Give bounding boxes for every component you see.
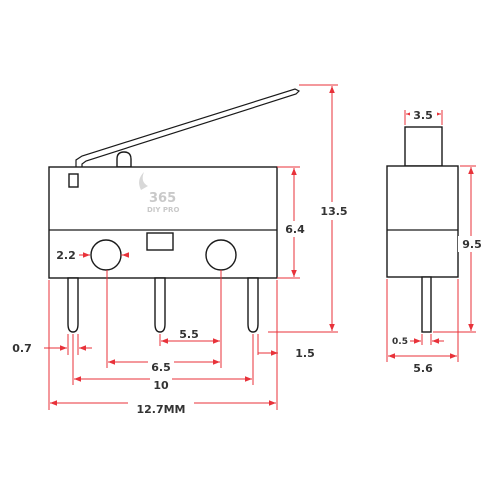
label-bg <box>128 401 194 415</box>
side-view <box>386 126 459 333</box>
label-bg <box>148 360 174 374</box>
label-pin-width: 0.7 <box>12 342 32 355</box>
label-side-width: 5.6 <box>413 362 433 375</box>
front-dimensions: 13.5 6.4 2.2 0.7 5.5 1.5 <box>12 84 354 416</box>
label-bg <box>458 236 486 252</box>
label-bg <box>150 377 172 391</box>
center-window <box>146 232 174 251</box>
label-hole-dia: 2.2 <box>56 249 76 262</box>
label-pin-spacing-inner: 5.5 <box>179 328 199 341</box>
mounting-hole-left <box>90 239 122 271</box>
pin-center <box>154 277 166 333</box>
mounting-hole-right <box>205 239 237 271</box>
label-side-height: 9.5 <box>462 238 482 251</box>
label-pin-spacing-outer: 10 <box>153 379 169 392</box>
label-bg <box>410 109 437 121</box>
label-total-height: 13.5 <box>320 205 347 218</box>
lever-arm <box>75 88 301 170</box>
label-pin-spacing-center: 6.5 <box>151 361 171 374</box>
side-dimensions: 3.5 9.5 0.5 5.6 <box>386 109 486 375</box>
label-bg <box>314 202 354 220</box>
label-pin-thickness: 0.5 <box>392 337 408 347</box>
lever-pivot <box>68 173 79 188</box>
label-bg <box>282 221 308 237</box>
watermark-text-2: DIY PRO <box>147 206 179 214</box>
watermark-text-1: 365 <box>149 191 176 206</box>
side-body <box>386 165 459 278</box>
label-bg <box>53 248 79 262</box>
side-pin <box>421 276 432 333</box>
label-button-width: 3.5 <box>413 109 433 122</box>
label-body-height: 6.4 <box>285 223 305 236</box>
label-right-offset: 1.5 <box>295 347 315 360</box>
actuator-button <box>116 151 132 168</box>
watermark-flame-icon <box>139 172 148 190</box>
front-view <box>48 88 301 333</box>
side-button <box>404 126 443 167</box>
switch-body <box>48 166 278 279</box>
watermark-logo: 365 DIY PRO <box>139 172 179 214</box>
pin-left <box>67 277 79 333</box>
pin-right <box>247 277 259 333</box>
label-total-width: 12.7MM <box>136 403 185 416</box>
